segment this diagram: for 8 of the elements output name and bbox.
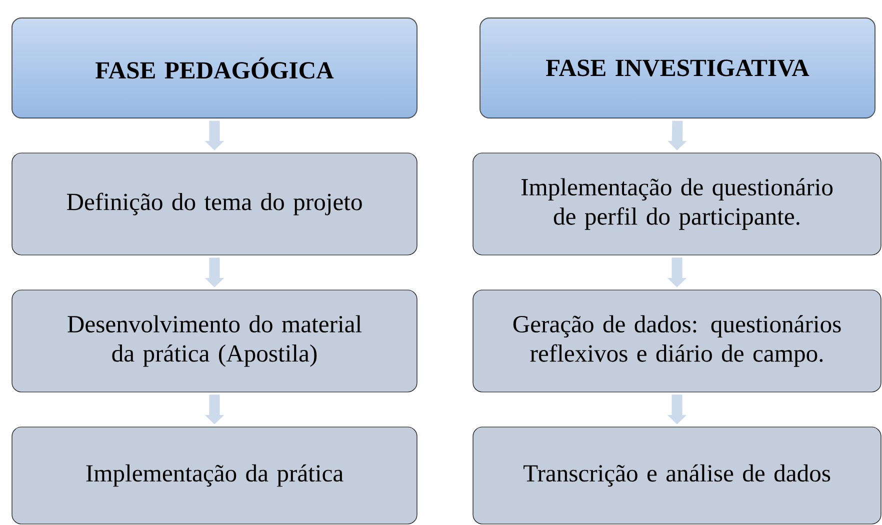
step-box: Definição do tema do projeto <box>12 152 418 256</box>
step-box: Implementação da prática <box>12 426 418 524</box>
step-box: Desenvolvimento do material da prática (Apostila) <box>12 290 418 392</box>
step-box: Geração de dados: questionários reflexivos e diário de campo. <box>472 290 882 392</box>
step-box: Transcrição e análise de dados <box>472 426 882 524</box>
step-box: Implementação de questionário de perfil do participante. <box>472 152 882 256</box>
header-box: FASE PEDAGÓGICA <box>12 18 418 118</box>
header-box: FASE INVESTIGATIVA <box>480 18 876 118</box>
